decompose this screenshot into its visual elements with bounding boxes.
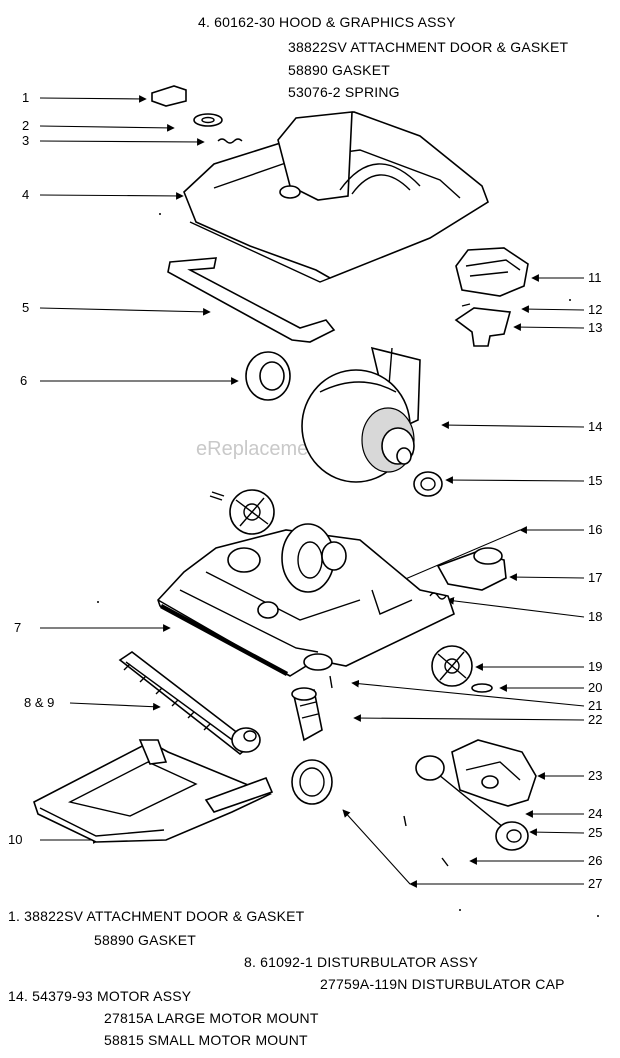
bumper-strip-part: [167, 257, 336, 343]
note-attachment-door-assy: 1. 38822SV ATTACHMENT DOOR & GASKET: [8, 908, 305, 924]
leader-18: [446, 597, 585, 618]
loose-screw-part: [403, 815, 407, 827]
leader-2: [39, 124, 175, 132]
screw-part: [329, 675, 333, 689]
callout-22: 22: [588, 712, 603, 727]
callout-26: 26: [588, 853, 603, 868]
left-wheel-part: [209, 489, 275, 535]
note-spring: 53076-2 SPRING: [288, 84, 400, 100]
note-gasket-footer: 58890 GASKET: [94, 932, 197, 948]
leader-15: [445, 476, 585, 484]
drive-belt-part: [291, 759, 333, 805]
right-wheel-part: [431, 645, 473, 687]
leader-17: [509, 573, 585, 581]
leader-14: [441, 421, 585, 429]
rear-axle-part: [427, 765, 515, 837]
callout-16: 16: [588, 522, 603, 537]
callout-20: 20: [588, 680, 603, 695]
note-gasket: 58890 GASKET: [288, 62, 391, 78]
leader-21: [351, 679, 585, 707]
callout-23: 23: [588, 768, 603, 783]
callout-12: 12: [588, 302, 603, 317]
note-disturbulator-assy: 8. 61092-1 DISTURBULATOR ASSY: [244, 954, 479, 970]
rear-wheel-left-part: [415, 755, 445, 781]
note-small-motor-mount: 58815 SMALL MOTOR MOUNT: [104, 1032, 308, 1048]
base-housing-part: [157, 523, 455, 677]
leader-27b: [342, 809, 411, 885]
callout-21: 21: [588, 698, 603, 713]
note-attachment-door: 38822SV ATTACHMENT DOOR & GASKET: [288, 39, 569, 55]
small-spring-part: [429, 592, 447, 600]
callout-1: 1: [22, 90, 30, 105]
small-screw-part: [441, 857, 449, 867]
callout-10: 10: [8, 832, 23, 847]
callout-24: 24: [588, 806, 603, 821]
callout-3: 3: [22, 133, 30, 148]
leader-3: [39, 138, 205, 146]
rear-bracket-part: [451, 739, 537, 807]
callout-18: 18: [588, 609, 603, 624]
callout-13: 13: [588, 320, 603, 335]
leader-8-9: [69, 702, 161, 711]
large-motor-mount-part: [413, 471, 443, 497]
callout-8-9: 8 & 9: [24, 695, 55, 710]
note-large-motor-mount: 27815A LARGE MOTOR MOUNT: [104, 1010, 319, 1026]
leader-22: [353, 714, 585, 722]
leader-1: [39, 95, 147, 103]
callout-27: 27: [588, 876, 603, 891]
callout-5: 5: [22, 300, 30, 315]
latch-bracket-part: [454, 307, 512, 347]
callout-17: 17: [588, 570, 603, 585]
attachment-door-part: [151, 85, 187, 107]
callout-15: 15: [588, 473, 603, 488]
callout-14: 14: [588, 419, 603, 434]
callout-19: 19: [588, 659, 603, 674]
callout-25: 25: [588, 825, 603, 840]
motor-assembly-part: [301, 346, 421, 483]
note-motor-assy: 14. 54379-93 MOTOR ASSY: [8, 988, 192, 1004]
callout-6: 6: [20, 373, 28, 388]
leader-4: [39, 192, 184, 200]
rear-wheel-part: [495, 821, 529, 851]
axle-part: [471, 683, 493, 693]
spring-part: [217, 138, 243, 144]
leader-13: [513, 323, 585, 331]
leader-12: [521, 305, 585, 313]
pin-part: [461, 303, 471, 307]
callout-2: 2: [22, 118, 30, 133]
base-plate-part: [33, 739, 274, 843]
gasket-part: [193, 113, 223, 127]
callout-11: 11: [588, 270, 602, 285]
leader-25: [529, 828, 585, 836]
note-disturbulator-cap: 27759A-119N DISTURBULATOR CAP: [320, 976, 565, 992]
handle-latch-part: [455, 247, 529, 297]
small-motor-mount-part: [245, 351, 291, 401]
callout-4: 4: [22, 187, 30, 202]
callout-7: 7: [14, 620, 22, 635]
note-hood-assy: 4. 60162-30 HOOD & GRAPHICS ASSY: [198, 14, 456, 30]
belt-tube-part: [291, 687, 323, 742]
leader-5: [39, 307, 211, 316]
pedal-part: [436, 547, 507, 591]
hood-part: [183, 111, 489, 283]
disturbulator-brushroll-part: [118, 651, 261, 756]
